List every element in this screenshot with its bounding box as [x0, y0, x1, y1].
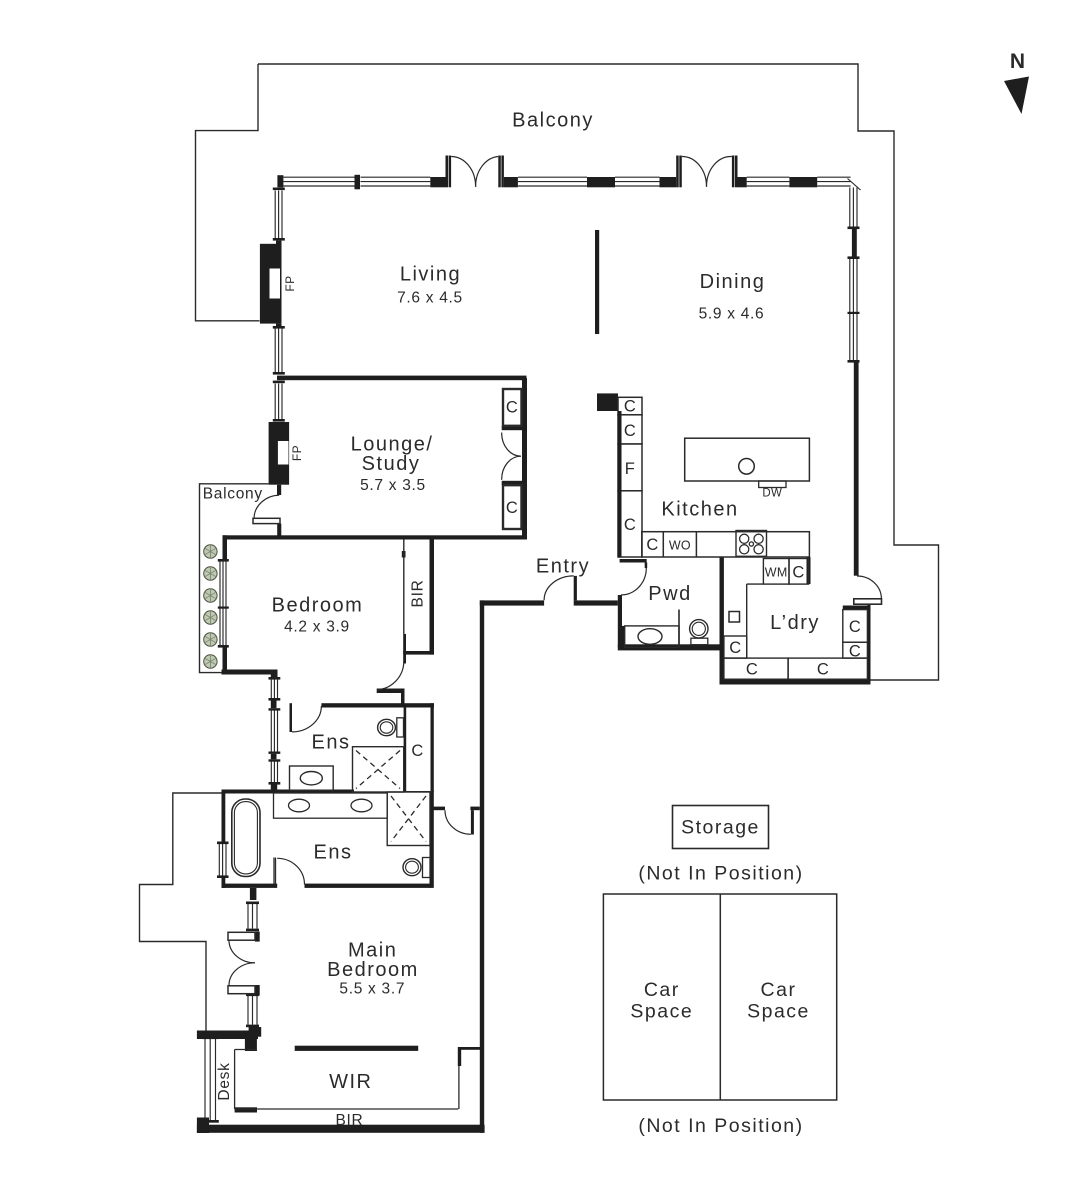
svg-text:5.5 x 3.7: 5.5 x 3.7: [339, 981, 405, 998]
svg-text:WIR: WIR: [329, 1071, 372, 1093]
svg-text:C: C: [506, 399, 518, 417]
svg-text:N: N: [1010, 50, 1025, 73]
svg-text:C: C: [849, 643, 861, 661]
svg-text:F: F: [625, 460, 635, 478]
svg-text:C: C: [646, 536, 658, 554]
svg-text:Pwd: Pwd: [648, 583, 691, 605]
svg-text:C: C: [411, 742, 423, 760]
svg-text:C: C: [729, 639, 741, 657]
svg-text:4.2 x 3.9: 4.2 x 3.9: [284, 619, 350, 636]
svg-text:WM: WM: [765, 566, 788, 580]
svg-text:Living: Living: [400, 264, 461, 286]
svg-text:Ens: Ens: [312, 732, 351, 754]
svg-text:Car: Car: [761, 979, 797, 1001]
svg-text:Main: Main: [348, 940, 397, 962]
svg-text:C: C: [624, 398, 636, 416]
svg-text:Space: Space: [747, 1001, 810, 1023]
svg-text:C: C: [624, 516, 636, 534]
svg-text:5.7 x 3.5: 5.7 x 3.5: [360, 477, 426, 494]
svg-text:C: C: [746, 661, 758, 679]
svg-text:DW: DW: [762, 488, 782, 500]
svg-text:Ens: Ens: [314, 842, 353, 864]
svg-text:Balcony: Balcony: [203, 486, 263, 503]
svg-text:Entry: Entry: [536, 556, 590, 578]
svg-text:Bedroom: Bedroom: [272, 595, 364, 617]
svg-text:C: C: [792, 564, 804, 582]
svg-text:(Not In Position): (Not In Position): [638, 863, 803, 885]
svg-text:(Not In Position): (Not In Position): [638, 1115, 803, 1137]
svg-text:BIR: BIR: [336, 1112, 364, 1129]
svg-text:BIR: BIR: [410, 580, 427, 608]
svg-text:L’dry: L’dry: [770, 612, 820, 634]
svg-text:C: C: [506, 499, 518, 517]
svg-text:Bedroom: Bedroom: [327, 959, 419, 981]
svg-text:C: C: [624, 422, 636, 440]
svg-text:WO: WO: [669, 539, 691, 553]
svg-text:FP: FP: [283, 275, 297, 291]
svg-text:Kitchen: Kitchen: [661, 499, 738, 521]
svg-text:Balcony: Balcony: [512, 110, 594, 132]
svg-text:Lounge/: Lounge/: [351, 434, 434, 456]
svg-text:Desk: Desk: [216, 1062, 233, 1100]
svg-text:7.6 x 4.5: 7.6 x 4.5: [397, 290, 463, 307]
svg-text:FP: FP: [290, 445, 304, 461]
svg-text:Storage: Storage: [681, 817, 760, 839]
svg-text:Dining: Dining: [700, 271, 766, 293]
svg-text:Study: Study: [362, 453, 421, 475]
svg-text:Car: Car: [644, 979, 680, 1001]
svg-text:C: C: [817, 661, 829, 679]
svg-text:C: C: [849, 618, 861, 636]
svg-text:5.9 x 4.6: 5.9 x 4.6: [699, 306, 765, 323]
svg-text:Space: Space: [630, 1001, 693, 1023]
